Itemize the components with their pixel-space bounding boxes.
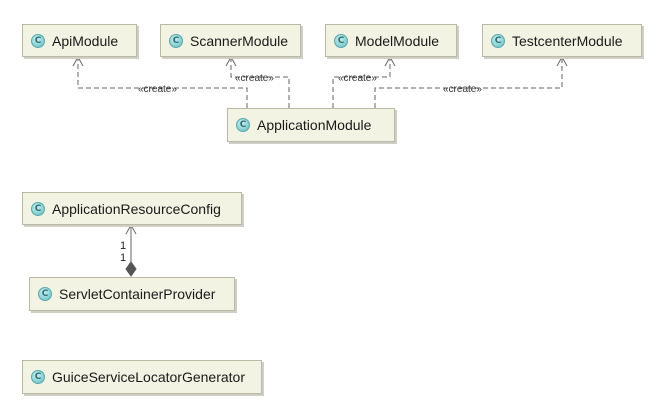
class-name: ModelModule xyxy=(355,32,440,49)
class-icon: C xyxy=(334,33,348,48)
arrowhead-icon xyxy=(225,55,237,67)
class-icon: C xyxy=(491,33,505,48)
class-icon: C xyxy=(31,201,45,216)
composition-diamond-icon xyxy=(125,261,137,277)
class-icon: C xyxy=(169,33,183,48)
class-name: ServletContainerProvider xyxy=(59,286,216,302)
create-label: «create» xyxy=(138,84,177,95)
class-icon: C xyxy=(31,370,45,384)
multiplicity-source: 1 xyxy=(120,240,126,252)
class-application-module[interactable]: C ApplicationModule xyxy=(227,108,395,142)
class-icon: C xyxy=(31,33,45,48)
create-label: «create» xyxy=(235,73,274,84)
class-name: ApiModule xyxy=(52,32,119,49)
create-label: «create» xyxy=(338,73,377,84)
class-name: ScannerModule xyxy=(190,32,289,49)
class-name: GuiceServiceLocatorGenerator xyxy=(52,369,245,385)
class-application-resource-config[interactable]: C ApplicationResourceConfig xyxy=(22,192,242,225)
class-icon: C xyxy=(236,118,250,132)
class-name: TestcenterModule xyxy=(512,32,623,49)
dependency-edge-model xyxy=(332,58,391,108)
class-model-module[interactable]: C ModelModule xyxy=(325,24,457,57)
arrowhead-icon xyxy=(125,223,137,235)
class-name: ApplicationModule xyxy=(257,117,372,133)
dependency-edge-api xyxy=(77,58,248,108)
multiplicity-target: 1 xyxy=(120,252,126,264)
class-guice-service-locator-generator[interactable]: C GuiceServiceLocatorGenerator xyxy=(22,360,262,394)
class-name: ApplicationResourceConfig xyxy=(52,200,221,217)
class-api-module[interactable]: C ApiModule xyxy=(22,24,137,57)
arrowhead-icon xyxy=(556,55,568,67)
arrowhead-icon xyxy=(72,55,84,67)
create-label: «create» xyxy=(443,84,482,95)
class-icon: C xyxy=(38,287,52,301)
arrowhead-icon xyxy=(384,55,396,67)
class-scanner-module[interactable]: C ScannerModule xyxy=(160,24,301,57)
class-testcenter-module[interactable]: C TestcenterModule xyxy=(482,24,642,57)
dependency-edge-scanner xyxy=(230,58,290,108)
dependency-edge-testcenter xyxy=(374,58,563,108)
class-servlet-container-provider[interactable]: C ServletContainerProvider xyxy=(29,277,235,311)
